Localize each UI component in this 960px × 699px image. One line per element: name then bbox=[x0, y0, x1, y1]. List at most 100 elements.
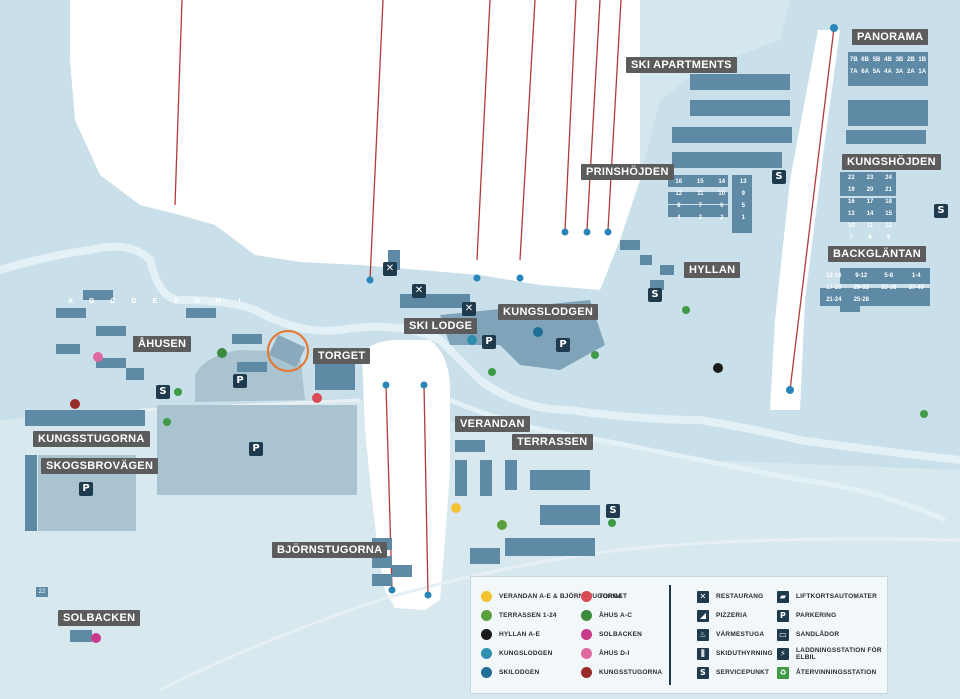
key-icon bbox=[481, 648, 492, 659]
building-number: 12 bbox=[675, 191, 683, 197]
legend-label: SKIDUTHYRNING bbox=[716, 650, 773, 657]
restaurant-icon: ✕ bbox=[697, 590, 709, 603]
building-number: 13-16 bbox=[826, 273, 842, 279]
building-number: F bbox=[173, 298, 179, 305]
building-number: 4 bbox=[677, 215, 681, 221]
building-number: 11 bbox=[866, 223, 874, 229]
legend-item: ♨ VÄRMESTUGA bbox=[697, 625, 773, 644]
lift-line-5 bbox=[564, 0, 577, 231]
building-number: 9 bbox=[886, 235, 891, 241]
legend-label: KUNGSLODGEN bbox=[499, 650, 553, 657]
building-number: 16 bbox=[675, 179, 683, 185]
building-number: 3A bbox=[895, 69, 904, 75]
legend-label: PIZZERIA bbox=[716, 612, 748, 619]
building-number: 24 bbox=[885, 175, 892, 181]
legend-item: SKILODGEN bbox=[481, 663, 622, 682]
building-number: 18 bbox=[885, 199, 892, 205]
building-number: 10 bbox=[847, 223, 855, 229]
building-number: 1-4 bbox=[911, 273, 921, 279]
sandbox-icon: ▭ bbox=[777, 628, 789, 641]
legend-label: TORGET bbox=[599, 593, 628, 600]
service-point-icon: S bbox=[697, 666, 709, 679]
building-number: 21-24 bbox=[826, 297, 842, 303]
building-number: B bbox=[89, 298, 95, 305]
building-number: 7 bbox=[849, 235, 853, 241]
building-number: 15 bbox=[696, 179, 704, 185]
restaurant-icon: ✕ bbox=[462, 302, 476, 316]
label-kungshojden: KUNGSHÖJDEN bbox=[842, 154, 941, 170]
building-number: A bbox=[68, 298, 74, 305]
legend-label: LADDNINGSSTATION FÖR ELBIL bbox=[796, 646, 882, 661]
legend-item: KUNGSSTUGORNA bbox=[581, 663, 662, 682]
legend-label: SOLBACKEN bbox=[599, 631, 642, 638]
building-number: 23 bbox=[866, 175, 874, 181]
ev-charging-icon: ⚡ bbox=[777, 647, 789, 660]
legend-item: ⚡ LADDNINGSSTATION FÖR ELBIL bbox=[777, 644, 887, 663]
legend-label: TERRASSEN 1-24 bbox=[499, 612, 557, 619]
parking-icon: P bbox=[79, 482, 93, 496]
building-number: 7 bbox=[698, 203, 702, 209]
parking-icon: P bbox=[233, 374, 247, 388]
lift-line-6 bbox=[586, 0, 601, 231]
building-number: 2B bbox=[906, 57, 915, 63]
main-road bbox=[159, 537, 960, 692]
building-number: 7A bbox=[849, 69, 858, 75]
lift-line-3 bbox=[476, 0, 491, 261]
legend-label: HYLLAN A-E bbox=[499, 631, 541, 638]
warming-hut-icon: ♨ bbox=[697, 628, 709, 641]
label-verandan: VERANDAN bbox=[455, 416, 530, 432]
legend-label: ÅTERVINNINGSSTATION bbox=[796, 669, 877, 676]
service-point-icon: S bbox=[648, 288, 662, 302]
building-number: 16 bbox=[847, 199, 855, 205]
label-solbacken: SOLBACKEN bbox=[58, 610, 141, 626]
ski-slope-area bbox=[70, 0, 640, 290]
lift-lines bbox=[174, 0, 835, 596]
building-number: 3 bbox=[698, 215, 702, 221]
lift-line-4 bbox=[519, 0, 536, 261]
building-number: 6 bbox=[720, 203, 724, 209]
legend-label: LIFTKORTSAUTOMATER bbox=[796, 593, 877, 600]
legend-label: SERVICEPUNKT bbox=[716, 669, 770, 676]
building-number: 4B bbox=[884, 57, 892, 63]
parking-icon: P bbox=[777, 609, 789, 622]
upper-snow bbox=[640, 0, 790, 180]
building-number: 15 bbox=[885, 211, 892, 217]
label-bjornstugorna: BJÖRNSTUGORNA bbox=[272, 542, 388, 558]
building-number: 8 bbox=[868, 235, 872, 241]
ski-rental-icon: ⫼ bbox=[697, 647, 709, 660]
map-legend: VERANDAN A-E & BJÖRNSTUGORNA TERRASSEN 1… bbox=[470, 576, 888, 694]
lift-line-lower-2 bbox=[423, 384, 429, 596]
key-icon bbox=[481, 629, 492, 640]
building-number: 1A bbox=[918, 69, 927, 75]
legend-label: VÄRMESTUGA bbox=[716, 631, 765, 638]
pizza-icon: ◢ bbox=[697, 609, 709, 622]
legend-item: KUNGSLODGEN bbox=[481, 644, 622, 663]
key-icon bbox=[481, 667, 492, 678]
key-icon bbox=[581, 667, 592, 678]
key-icon bbox=[581, 648, 592, 659]
legend-item: ÅHUS D-I bbox=[581, 644, 662, 663]
building-number: 13 bbox=[847, 211, 855, 217]
building-number: 9-12 bbox=[855, 273, 868, 279]
building-number: 1B bbox=[918, 57, 927, 63]
service-point-icon: S bbox=[156, 385, 170, 399]
label-ski-lodge: SKI LODGE bbox=[404, 318, 478, 334]
building-number: 10 bbox=[718, 191, 726, 197]
legend-item: ÅHUS A-C bbox=[581, 606, 662, 625]
building-number: 33-36 bbox=[881, 285, 897, 291]
lift-line-1 bbox=[174, 0, 183, 206]
solbacken-lot-number: 22 bbox=[36, 587, 48, 597]
legend-label: VERANDAN A-E & BJÖRNSTUGORNA bbox=[499, 593, 623, 600]
legend-label: SKILODGEN bbox=[499, 669, 540, 676]
legend-label: ÅHUS A-C bbox=[599, 612, 633, 619]
lift-line-7 bbox=[607, 0, 622, 231]
building-number: 4A bbox=[884, 69, 892, 75]
building-number: 22 bbox=[847, 175, 855, 181]
legend-item: TORGET bbox=[581, 587, 662, 606]
lift-ticket-icon: ▰ bbox=[777, 590, 789, 603]
key-icon bbox=[481, 610, 492, 621]
